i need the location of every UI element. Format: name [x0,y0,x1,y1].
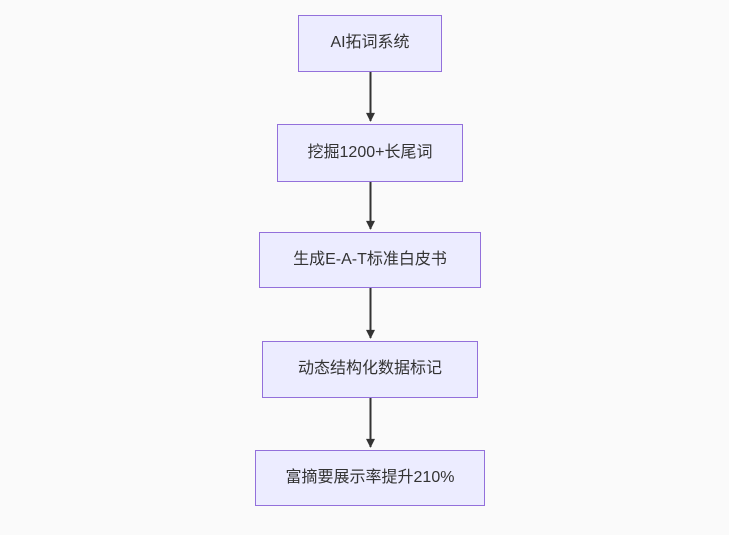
node-label: 挖掘1200+长尾词 [307,143,433,161]
flowchart-node-3: 生成E-A-T标准白皮书 [259,232,481,288]
node-label: 动态结构化数据标记 [297,360,442,378]
flowchart-node-1: AI拓词系统 [298,15,442,72]
flowchart-node-2: 挖掘1200+长尾词 [277,124,463,182]
node-label: AI拓词系统 [330,34,410,52]
flowchart-node-5: 富摘要展示率提升210% [255,450,485,506]
node-label: 生成E-A-T标准白皮书 [293,250,447,268]
node-label: 富摘要展示率提升210% [285,468,455,486]
flowchart-node-4: 动态结构化数据标记 [262,341,478,398]
